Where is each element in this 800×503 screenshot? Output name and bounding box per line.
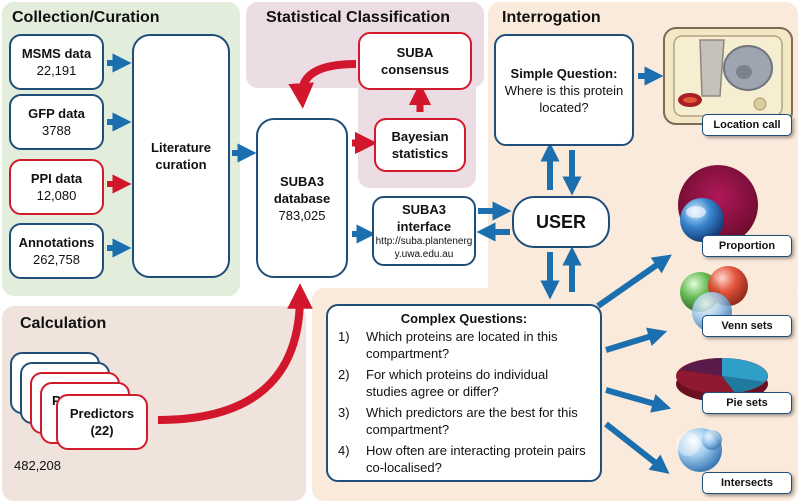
ppi-count: 12,080 (36, 188, 77, 203)
msms-data-box: MSMS data 22,191 (9, 34, 104, 90)
complex-question-2-number: 2) (338, 367, 350, 382)
database-count: 783,025 (278, 207, 326, 223)
literature-curation-box: Literature curation (132, 34, 230, 278)
msms-count: 22,191 (36, 63, 77, 78)
intersects-label: Intersects (702, 472, 792, 494)
simple-question-text: Where is this protein located? (504, 82, 624, 115)
proportion-illustration (678, 165, 758, 245)
interface-title: SUBA3 interface (396, 202, 452, 234)
annotations-count: 262,758 (33, 252, 80, 267)
proportion-label: Proportion (702, 235, 792, 257)
complex-question-2-text: For which proteins do individual studies… (366, 367, 549, 399)
user-label: USER (535, 211, 586, 232)
user-box[interactable]: USER (512, 196, 610, 248)
suba3-interface-box: SUBA3 interface http://suba.plantenergy.… (372, 196, 476, 266)
gfp-title: GFP data (28, 106, 85, 121)
interrogation-title: Interrogation (502, 9, 601, 26)
complex-question-1-number: 1) (338, 329, 350, 344)
collection-arrows (107, 53, 257, 258)
complex-questions-title: Complex Questions: (400, 311, 528, 326)
intersects-illustration (676, 428, 722, 472)
simple-question-title: Simple Question: (510, 65, 618, 81)
consensus-to-database-arrow (288, 60, 357, 109)
complex-output-arrows (596, 254, 672, 474)
location-call-label: Location call (702, 114, 792, 136)
calculation-title: Calculation (20, 315, 107, 332)
complex-questions-box: Complex Questions: 1) Which proteins are… (326, 304, 602, 482)
venn-sets-label: Venn sets (702, 315, 792, 337)
suba-consensus-box: SUBA consensus (358, 32, 472, 90)
suba3-database-box: SUBA3 database 783,025 (256, 118, 348, 278)
cell-illustration (663, 27, 793, 125)
collection-title: Collection/Curation (12, 9, 160, 26)
msms-title: MSMS data (21, 46, 92, 61)
predictors-box: Predictors (22) (56, 394, 148, 450)
bayesian-statistics-box: Bayesian statistics (374, 118, 466, 172)
literature-curation-label: Literature curation (151, 140, 211, 172)
ppi-title: PPI data (30, 171, 83, 186)
database-title: SUBA3 database (273, 173, 331, 206)
statistical-title: Statistical Classification (266, 9, 451, 26)
predictors-to-database-arrow (157, 283, 313, 424)
complex-question-3-number: 3) (338, 405, 350, 420)
ppi-data-box: PPI data 12,080 (9, 159, 104, 215)
complex-question-4-number: 4) (338, 443, 350, 458)
gfp-data-box: GFP data 3788 (9, 94, 104, 150)
annotations-box: Annotations 262,758 (9, 223, 104, 279)
gfp-count: 3788 (42, 123, 71, 138)
predictors-total: 482,208 (14, 458, 61, 473)
venn-illustration (680, 266, 748, 332)
complex-question-3-text: Which predictors are the best for this c… (366, 405, 578, 437)
complex-question-4-text: How often are interacting protein pairs … (366, 443, 586, 475)
annotations-title: Annotations (18, 235, 95, 250)
pie-sets-label: Pie sets (702, 392, 792, 414)
complex-question-1-text: Which proteins are located in this compa… (366, 329, 558, 361)
interface-url[interactable]: http://suba.plantenergy.uwa.edu.au (375, 236, 473, 260)
predictors-title: Predictors (69, 406, 135, 421)
bayesian-statistics-label: Bayesian statistics (391, 129, 449, 161)
predictors-count: (22) (90, 423, 114, 438)
suba-consensus-label: SUBA consensus (381, 45, 449, 77)
simple-question-box: Simple Question: Where is this protein l… (494, 34, 634, 146)
